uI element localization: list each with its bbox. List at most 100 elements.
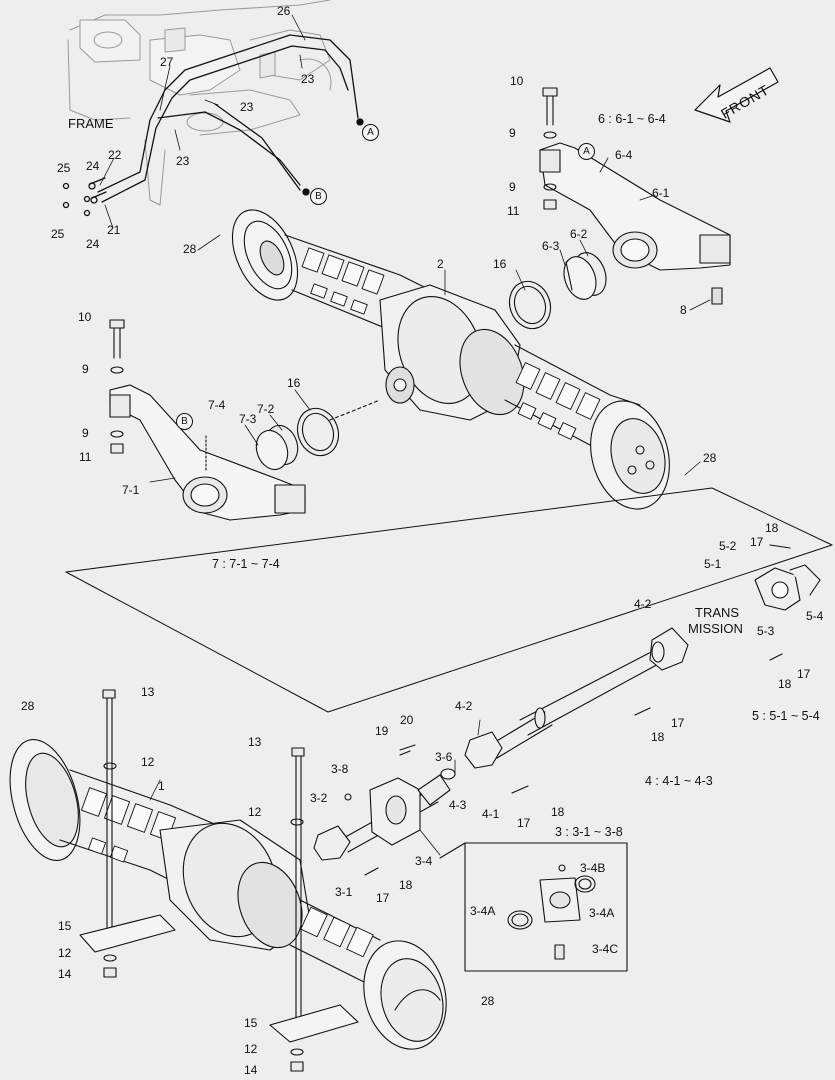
callout-14: 14: [58, 967, 72, 981]
callout-23: 23: [240, 100, 254, 114]
detail-box: [439, 842, 628, 972]
callout-4-1: 4-1: [482, 807, 500, 821]
callout-11: 11: [79, 450, 92, 464]
callout-22: 22: [108, 148, 122, 162]
callout-12: 12: [244, 1042, 258, 1056]
callout-2: 2: [437, 257, 444, 271]
callout-7-1: 7-1: [122, 483, 140, 497]
callout-14: 14: [244, 1063, 258, 1077]
callout-28: 28: [481, 994, 495, 1008]
callout-9: 9: [82, 362, 89, 376]
group-3-label: 3 : 3-1 ~ 3-8: [555, 825, 623, 839]
callout-12: 12: [248, 805, 262, 819]
callout-3-4b: 3-4B: [580, 861, 606, 875]
front-arrow-icon: [694, 67, 779, 123]
bracket-6-assembly: [508, 87, 731, 330]
callout-28: 28: [183, 242, 197, 256]
callout-6-4: 6-4: [615, 148, 633, 162]
callout-7-3: 7-3: [239, 412, 257, 426]
group-6-label: 6 : 6-1 ~ 6-4: [598, 112, 666, 126]
shaft-3: [313, 707, 651, 876]
callout-21: 21: [107, 223, 121, 237]
callout-25: 25: [57, 161, 71, 175]
callout-1: 1: [158, 779, 165, 793]
callout-15: 15: [244, 1016, 258, 1030]
callout-9: 9: [82, 426, 89, 440]
reference-a-marker-bracket: A: [578, 143, 595, 160]
callout-13: 13: [248, 735, 262, 749]
callout-17: 17: [797, 667, 811, 681]
callout-5-1: 5-1: [704, 557, 722, 571]
callout-17: 17: [671, 716, 685, 730]
callout-6-2: 6-2: [570, 227, 588, 241]
group-5-label: 5 : 5-1 ~ 5-4: [752, 709, 820, 723]
callout-5-3: 5-3: [757, 624, 775, 638]
transmission-label-line1: TRANS: [695, 605, 740, 620]
hydraulic-lines: [62, 34, 364, 217]
group-4-label: 4 : 4-1 ~ 4-3: [645, 774, 713, 788]
callout-16: 16: [287, 376, 301, 390]
callout-3-6: 3-6: [435, 750, 453, 764]
callout-3-4a: 3-4A: [470, 904, 496, 918]
callout-5-2: 5-2: [719, 539, 737, 553]
callout-9: 9: [509, 126, 516, 140]
callout-28: 28: [703, 451, 717, 465]
callout-5-4: 5-4: [806, 609, 824, 623]
callout-7-4: 7-4: [208, 398, 226, 412]
leader-lines: [99, 14, 711, 856]
frame-structure: [67, 0, 332, 206]
frame-label: FRAME: [68, 116, 114, 131]
callout-18: 18: [551, 805, 565, 819]
reference-a-marker: A: [362, 124, 379, 141]
callout-27: 27: [160, 55, 174, 69]
callout-9: 9: [509, 180, 516, 194]
callout-11: 11: [507, 204, 520, 218]
callout-10: 10: [510, 74, 524, 88]
callout-3-2: 3-2: [310, 791, 328, 805]
callout-3-4: 3-4: [415, 854, 433, 868]
callout-8: 8: [680, 303, 687, 317]
group-7-label: 7 : 7-1 ~ 7-4: [212, 557, 280, 571]
callout-18: 18: [778, 677, 792, 691]
section-outline: [65, 487, 833, 713]
callout-4-3: 4-3: [449, 798, 467, 812]
callout-25: 25: [51, 227, 65, 241]
callout-3-8: 3-8: [331, 762, 349, 776]
reference-b-marker: B: [310, 188, 327, 205]
callout-13: 13: [141, 685, 155, 699]
callout-3-1: 3-1: [335, 885, 353, 899]
callout-17: 17: [376, 891, 390, 905]
callout-17: 17: [517, 816, 531, 830]
driveshaft-4: [464, 627, 689, 769]
callout-28: 28: [21, 699, 35, 713]
callout-24: 24: [86, 159, 100, 173]
callout-23: 23: [301, 72, 315, 86]
callout-4-2: 4-2: [455, 699, 473, 713]
callout-7-2: 7-2: [257, 402, 275, 416]
callout-18: 18: [765, 521, 779, 535]
callout-3-4a: 3-4A: [589, 906, 615, 920]
callout-12: 12: [58, 946, 72, 960]
reference-b-marker-bracket: B: [176, 413, 193, 430]
callout-10: 10: [78, 310, 92, 324]
callout-12: 12: [141, 755, 155, 769]
yoke-5: [754, 544, 821, 661]
callout-20: 20: [400, 713, 414, 727]
callout-6-3: 6-3: [542, 239, 560, 253]
callout-26: 26: [277, 4, 291, 18]
callout-17: 17: [750, 535, 764, 549]
callout-23: 23: [176, 154, 190, 168]
callout-4-2: 4-2: [634, 597, 652, 611]
callout-19: 19: [375, 724, 389, 738]
front-axle-assembly: [231, 209, 670, 510]
callout-18: 18: [399, 878, 413, 892]
callout-3-4c: 3-4C: [592, 942, 619, 956]
rear-axle-assembly: [9, 689, 447, 1072]
callout-6-1: 6-1: [652, 186, 670, 200]
callout-15: 15: [58, 919, 72, 933]
callout-24: 24: [86, 237, 100, 251]
callout-16: 16: [493, 257, 507, 271]
callout-18: 18: [651, 730, 665, 744]
